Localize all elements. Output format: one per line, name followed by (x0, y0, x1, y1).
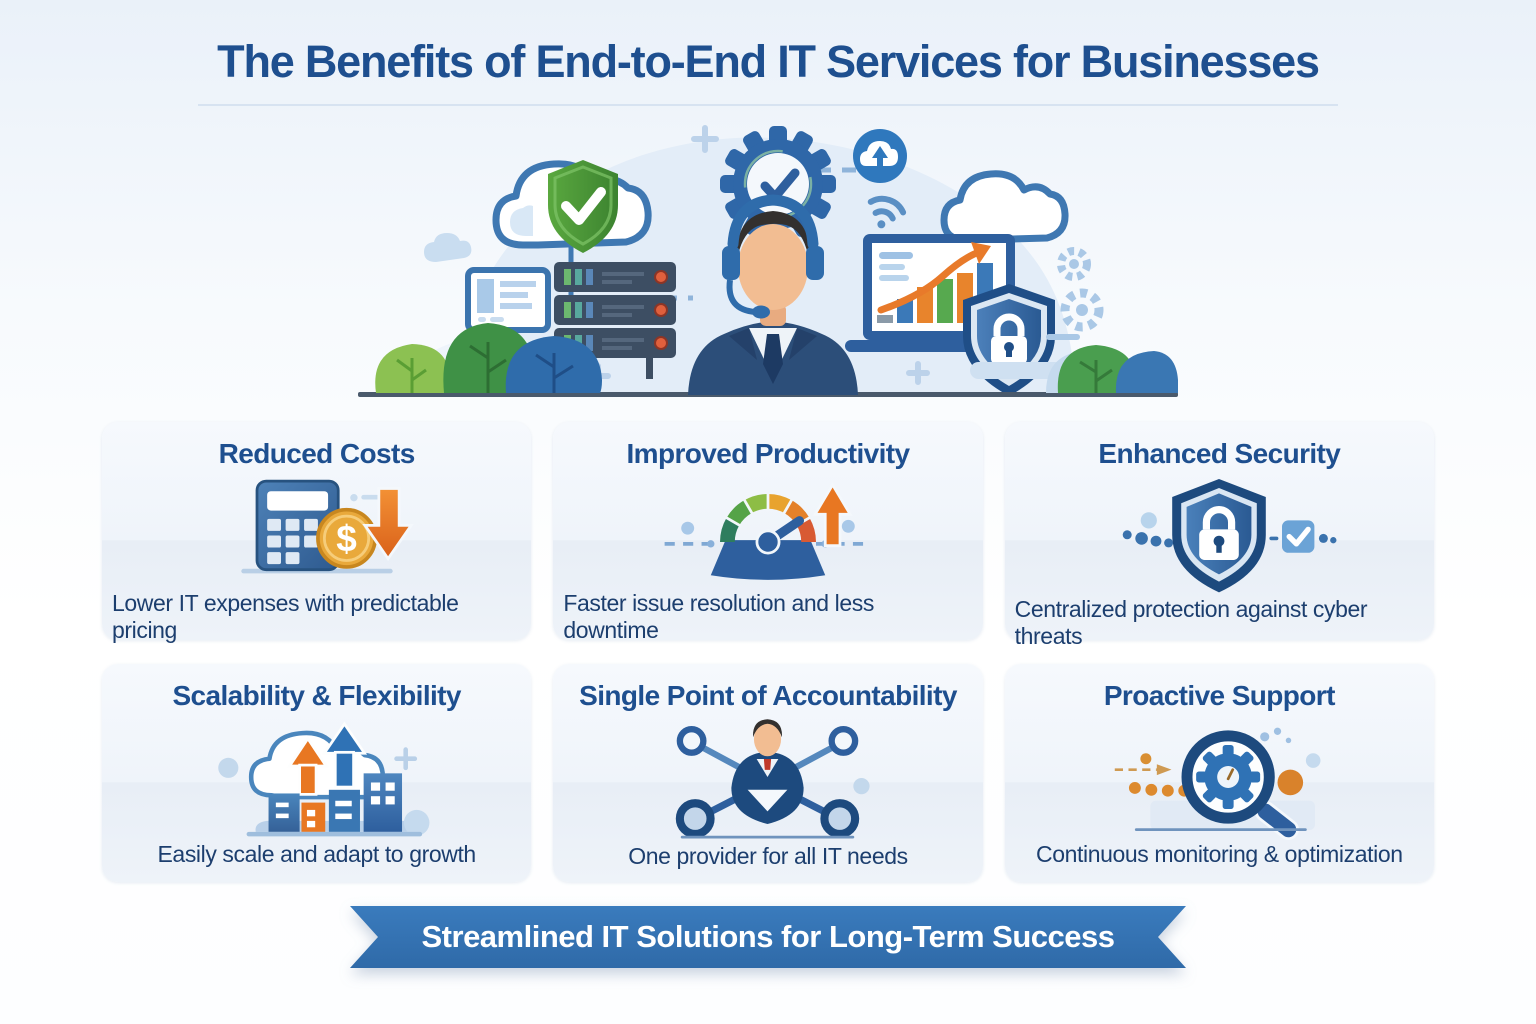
card-subtitle: One provider for all IT needs (628, 843, 908, 869)
calculator-dollar-down-arrow-icon: $ (206, 470, 428, 590)
magnifier-gear-icon (1100, 712, 1338, 841)
small-cloud-icon (424, 233, 472, 262)
card-improved-productivity: Improved Productivity (553, 422, 983, 643)
benefit-cards-grid: Reduced Costs (102, 422, 1434, 882)
banner-ribbon: Streamlined IT Solutions for Long-Term S… (350, 906, 1186, 968)
shield-check-icon (548, 160, 618, 253)
card-title: Enhanced Security (1098, 438, 1341, 469)
card-enhanced-security: Enhanced Security (1004, 422, 1434, 649)
wifi-icon (867, 195, 907, 229)
card-title: Proactive Support (1103, 680, 1336, 711)
card-subtitle: Continuous monitoring & optimization (1036, 841, 1403, 867)
page-title: The Benefits of End-to-End IT Services f… (217, 36, 1320, 87)
support-agent (688, 194, 858, 395)
shield-lock-check-icon (1099, 470, 1339, 596)
card-subtitle: Lower IT expenses with predictable prici… (112, 590, 459, 643)
hero-illustration-svg (358, 125, 1178, 397)
speedometer-up-arrow-icon (657, 470, 879, 590)
header: The Benefits of End-to-End IT Services f… (0, 0, 1536, 106)
small-gear-icon (1046, 247, 1104, 340)
card-reduced-costs: Reduced Costs (102, 422, 532, 643)
card-subtitle: Centralized protection against cyber thr… (1014, 596, 1368, 649)
card-title: Scalability & Flexibility (172, 680, 461, 711)
card-subtitle: Easily scale and adapt to growth (157, 841, 476, 867)
card-title: Improved Productivity (626, 438, 910, 469)
dollar-sign: $ (336, 518, 357, 559)
card-single-point-accountability: Single Point of Accountability (553, 664, 983, 882)
monitor-icon (465, 267, 551, 351)
provider-network-icon (650, 712, 885, 843)
cloud-upload-icon (853, 129, 907, 183)
cloud-arrows-buildings-icon (202, 712, 432, 841)
card-title: Reduced Costs (218, 438, 416, 469)
card-title: Single Point of Accountability (579, 680, 957, 711)
banner-text: Streamlined IT Solutions for Long-Term S… (421, 919, 1115, 954)
card-scalability-flexibility: Scalability & Flexibility (102, 664, 532, 882)
hero-illustration (358, 112, 1178, 402)
card-subtitle: Faster issue resolution and less downtim… (563, 590, 874, 643)
bush-decoration (375, 323, 602, 393)
banner-ribbon-wrap: Streamlined IT Solutions for Long-Term S… (350, 906, 1186, 968)
title-divider (198, 104, 1338, 106)
bush-decoration (1046, 345, 1178, 393)
card-proactive-support: Proactive Support (1004, 664, 1434, 882)
